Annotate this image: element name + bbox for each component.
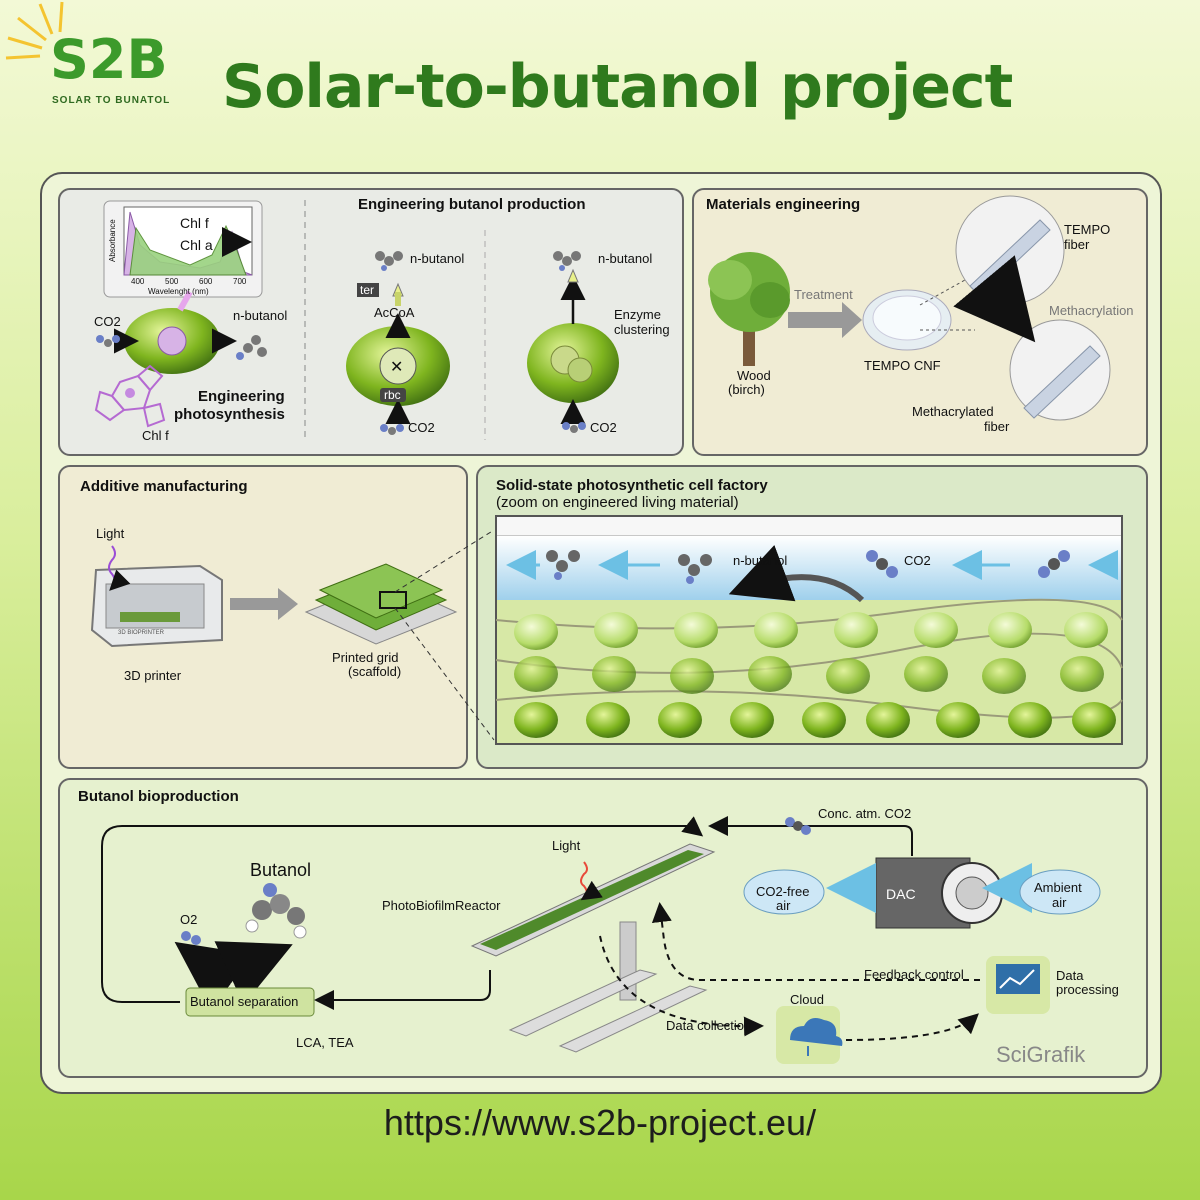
n-butanol-label: n-butanol [233, 308, 288, 323]
ambient-label-1: Ambient [1034, 880, 1082, 895]
reactor-label: PhotoBiofilmReactor [382, 898, 501, 913]
cloud-label: Cloud [790, 992, 824, 1007]
enzyme-label-1: Enzyme [614, 307, 661, 322]
solid-state-title: Solid-state photosynthetic cell factory [496, 477, 768, 494]
cloud-shape-co2free [743, 869, 825, 915]
logo-text: S2B [50, 28, 168, 91]
data-processing-label-2: processing [1056, 982, 1119, 997]
ter-label: ter [360, 283, 375, 297]
wood-label-2: (birch) [728, 382, 765, 397]
spectrum-y-label: Absorbance [108, 219, 117, 262]
cells-row-3 [514, 702, 1116, 738]
tempo-fiber-label-1: TEMPO [1064, 222, 1111, 237]
dac-label: DAC [886, 886, 916, 902]
chl-a-label: Chl a [180, 237, 213, 253]
cloud-shape-ambient [1019, 869, 1101, 915]
methacrylated-label-1: Methacrylated [912, 404, 994, 419]
spectrum-tick: 700 [233, 277, 247, 286]
credit-label: SciGrafik [996, 1042, 1086, 1067]
conc-co2-label: Conc. atm. CO2 [818, 806, 912, 821]
photosynthesis-label-1: Engineering [198, 388, 285, 405]
svg-text:✕: ✕ [390, 357, 403, 376]
grid-label-1: Printed grid [332, 650, 399, 665]
chl-f-label: Chl f [180, 215, 209, 231]
methacrylated-label-2: fiber [984, 419, 1010, 434]
logo-subtitle: SOLAR TO BUNATOL [52, 95, 171, 106]
tree-icon [708, 252, 790, 366]
chl-f-bottom-label: Chl f [142, 428, 169, 443]
feedback-label: Feedback control [864, 967, 964, 982]
chlorophyll-icon [94, 364, 166, 428]
light-label-2: Light [552, 838, 581, 853]
additive-title: Additive manufacturing [80, 478, 248, 495]
light-label: Light [96, 526, 125, 541]
ambient-label-2: air [1052, 895, 1067, 910]
spectrum-x-label: Wavelenght (nm) [148, 287, 209, 296]
co2-label-2: CO2 [408, 420, 435, 435]
tempo-cnf-label: TEMPO CNF [864, 358, 941, 373]
tempo-fiber-label-2: fiber [1064, 237, 1090, 252]
treatment-label: Treatment [794, 287, 853, 302]
wood-label-1: Wood [737, 368, 771, 383]
n-butanol-label-4: n-butanol [733, 553, 788, 568]
accoa-label: AcCoA [374, 305, 415, 320]
printer-label: 3D printer [124, 668, 182, 683]
scaffold-icon [304, 563, 458, 645]
butanol-separation-box[interactable]: Butanol separation [190, 994, 299, 1009]
page-title: Solar-to-butanol project [222, 52, 1013, 122]
grid-label-2: (scaffold) [348, 664, 402, 679]
materials-title: Materials engineering [706, 196, 861, 213]
n-butanol-label-2: n-butanol [410, 251, 465, 266]
lca-tea-label: LCA, TEA [296, 1035, 354, 1050]
cells-row-1 [514, 612, 1108, 650]
cells-row-2 [514, 656, 1104, 694]
spectrum-tick: 400 [131, 277, 145, 286]
spectrum-tick: 600 [199, 277, 213, 286]
printer-brand-label: 3D BIOPRINTER [118, 630, 165, 636]
o2-label: O2 [180, 912, 198, 927]
sun-rays-icon [5, 1, 64, 60]
co2-label: CO2 [94, 314, 121, 329]
co2-free-label-2: air [776, 898, 791, 913]
rbc-label: rbc [384, 388, 401, 402]
butanol-molecule-icon [245, 883, 307, 939]
data-processing-label-1: Data [1056, 968, 1084, 983]
co2-label-3: CO2 [590, 420, 617, 435]
engineering-title: Engineering butanol production [358, 196, 586, 213]
data-collection-label: Data collection [666, 1018, 752, 1033]
photosynthesis-label-2: photosynthesis [174, 406, 285, 423]
bioproduction-title: Butanol bioproduction [78, 788, 239, 805]
butanol-label: Butanol [250, 860, 312, 880]
footer-url[interactable]: https://www.s2b-project.eu/ [383, 1102, 817, 1143]
solid-state-subtitle: (zoom on engineered living material) [496, 494, 739, 511]
enzyme-label-2: clustering [614, 322, 670, 337]
spectrum-tick: 500 [165, 277, 179, 286]
co2-free-label-1: CO2-free [756, 884, 810, 899]
methacrylation-label: Methacrylation [1049, 303, 1134, 318]
n-butanol-label-3: n-butanol [598, 251, 653, 266]
co2-label-4: CO2 [904, 553, 931, 568]
